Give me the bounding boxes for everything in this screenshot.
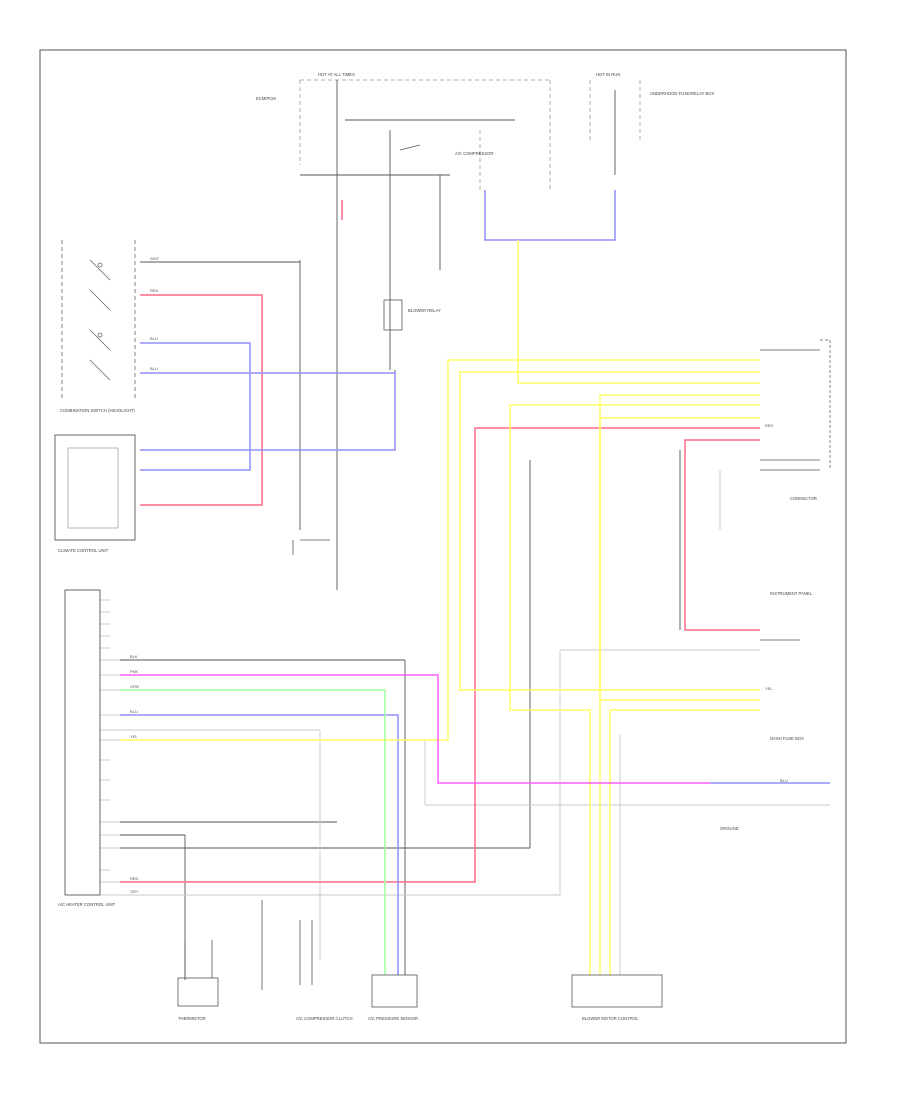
fuse-box-text: HOT AT ALL TIMES HOT IN RUN UNDERHOOD FU…	[256, 72, 715, 156]
connector-pins-left	[100, 599, 120, 896]
tag-red: RED	[150, 288, 159, 293]
relay-switches	[292, 144, 421, 555]
tag-blk: BLK	[130, 654, 138, 659]
underhood-fuse-box-label: UNDERHOOD FUSE/RELAY BOX	[650, 91, 715, 96]
thermistor-box	[177, 977, 219, 1007]
blower-motor-ctrl-box	[571, 974, 663, 1008]
tag-yel: YEL	[130, 734, 138, 739]
blower-motor-ctrl-label: BLOWER MOTOR CONTROL	[582, 1016, 639, 1021]
diagram-frame	[39, 49, 847, 1044]
tag-red-2: RED	[130, 876, 139, 881]
underhood-fuse-box	[299, 79, 641, 190]
tag-yel-2: YEL	[765, 686, 773, 691]
climate-control-label: CLIMATE CONTROL UNIT	[58, 548, 109, 553]
magenta-wires	[120, 674, 710, 784]
tag-blu-4: BLU	[780, 778, 788, 783]
thermistor-label: THERMISTOR	[178, 1016, 206, 1021]
compressor-clutch-label: A/C COMPRESSOR CLUTCH	[296, 1016, 353, 1021]
green-wires	[120, 689, 386, 975]
ac-heater-control-label: A/C HEATER CONTROL UNIT	[58, 902, 116, 907]
ac-heater-control-box	[64, 589, 101, 896]
blue-wires	[120, 190, 830, 975]
fuse-compressor-label: A/C COMPRESSOR	[455, 151, 493, 156]
tag-grn: GRN	[130, 684, 139, 689]
black-wires	[120, 80, 681, 980]
right-connector-block	[760, 339, 831, 641]
tag-pnk: PNK	[130, 669, 139, 674]
instrument-panel-label: INSTRUMENT PANEL	[770, 591, 813, 596]
blower-relay-label: BLOWER RELAY	[408, 308, 441, 313]
yellow-wires	[120, 240, 760, 975]
combination-switch-label: COMBINATION SWITCH (HEADLIGHT)	[60, 408, 135, 413]
ac-pressure-sensor-label: A/C PRESSURE SENSOR	[368, 1016, 418, 1021]
hot-at-all-times-label: HOT AT ALL TIMES	[318, 72, 355, 77]
ground-label: GROUND	[720, 826, 739, 831]
tag-gry: GRY	[130, 889, 139, 894]
ac-pressure-sensor-box	[371, 974, 418, 1008]
tag-blu-2: BLU	[150, 366, 158, 371]
climate-control-unit-box	[54, 434, 136, 541]
hot-in-run-label: HOT IN RUN	[596, 72, 620, 77]
climate-control-inner	[67, 447, 119, 529]
red-wires	[120, 200, 760, 883]
tag-blu: BLU	[150, 336, 158, 341]
gray-wires	[120, 470, 830, 975]
connector-label: CONNECTOR	[790, 496, 817, 501]
tag-blu-3: BLU	[130, 709, 138, 714]
wire-tags: RED BLU BLU WHT BLK PNK GRN BLU YEL RED …	[130, 256, 788, 894]
combination-switch	[61, 240, 136, 400]
bottom-components	[177, 900, 663, 1008]
fuse-ecm-label: ECM/PCM	[256, 96, 276, 101]
tag-wht: WHT	[150, 256, 160, 261]
dash-fuse-box-label: DASH FUSE BOX	[770, 736, 804, 741]
blower-relay-box	[383, 299, 403, 331]
tag-red-3: RED	[765, 423, 774, 428]
